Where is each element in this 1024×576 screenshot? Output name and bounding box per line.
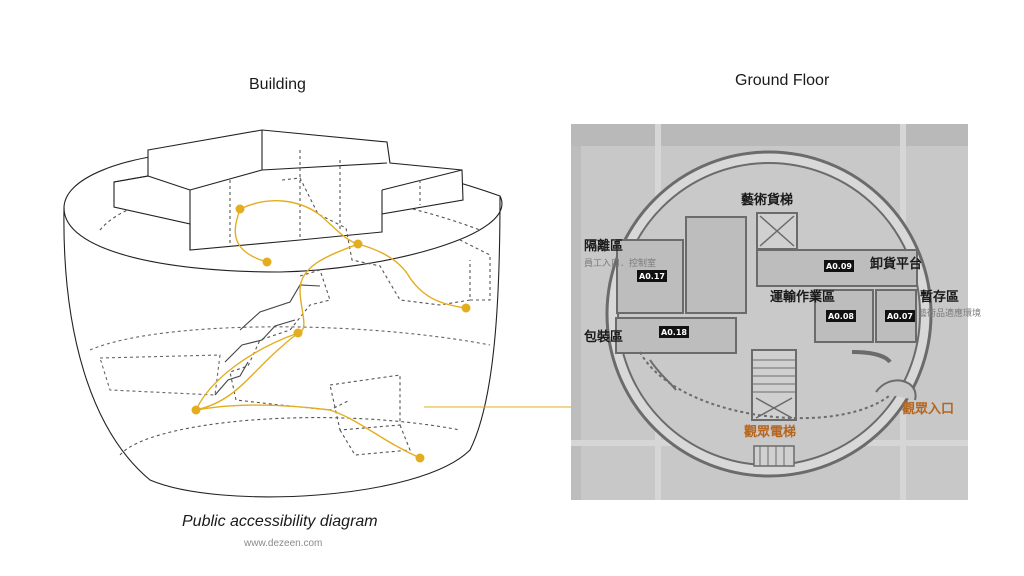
label-isolation: 隔離區 — [584, 238, 623, 254]
room-a007: A0.07 — [887, 312, 913, 321]
path-node — [415, 453, 425, 463]
path-node — [461, 303, 471, 313]
drum-outline — [63, 195, 501, 498]
path-nodes — [191, 204, 471, 463]
room-a008: A0.08 — [828, 312, 854, 321]
label-staff-entry: 員工入口．控制室 — [584, 257, 656, 269]
label-packing: 包裝區 — [584, 329, 623, 345]
room-a017: A0.17 — [639, 272, 665, 281]
building-drawing — [63, 129, 503, 498]
room-a009: A0.09 — [826, 262, 852, 271]
label-art-env: 藝術品適應環境 — [918, 307, 981, 319]
label-temp-storage: 暫存區 — [920, 289, 959, 305]
floor-plan-labels: 藝術貨梯 隔離區 員工入口．控制室 卸貨平台 運輸作業區 暫存區 藝術品適應環境… — [584, 192, 981, 440]
room-a018: A0.18 — [661, 328, 687, 337]
label-transport-work: 運輸作業區 — [770, 289, 835, 305]
path-node — [353, 239, 363, 249]
label-unloading: 卸貨平台 — [870, 256, 922, 272]
drum-mid-ellipse — [89, 326, 491, 351]
label-visitor-entry: 觀眾入口 — [902, 401, 954, 417]
label-art-lift: 藝術貨梯 — [741, 192, 793, 208]
stair-volume — [281, 177, 471, 306]
drum-base-ellipse — [119, 417, 461, 456]
roof-volume — [113, 129, 464, 251]
room-badges: A0.17 A0.09 A0.08 A0.07 A0.18 — [637, 260, 915, 338]
accessibility-path — [195, 200, 467, 459]
path-node — [191, 405, 201, 415]
source-credit: www.dezeen.com — [244, 538, 323, 549]
path-node — [235, 204, 245, 214]
label-visitor-lift: 觀眾電梯 — [744, 424, 796, 440]
diagram-caption: Public accessibility diagram — [182, 513, 378, 530]
drum-inner-ellipse — [99, 188, 481, 231]
ground-floor-title: Ground Floor — [735, 72, 830, 89]
path-node — [262, 257, 272, 267]
building-title: Building — [249, 76, 306, 93]
path-node — [293, 328, 303, 338]
